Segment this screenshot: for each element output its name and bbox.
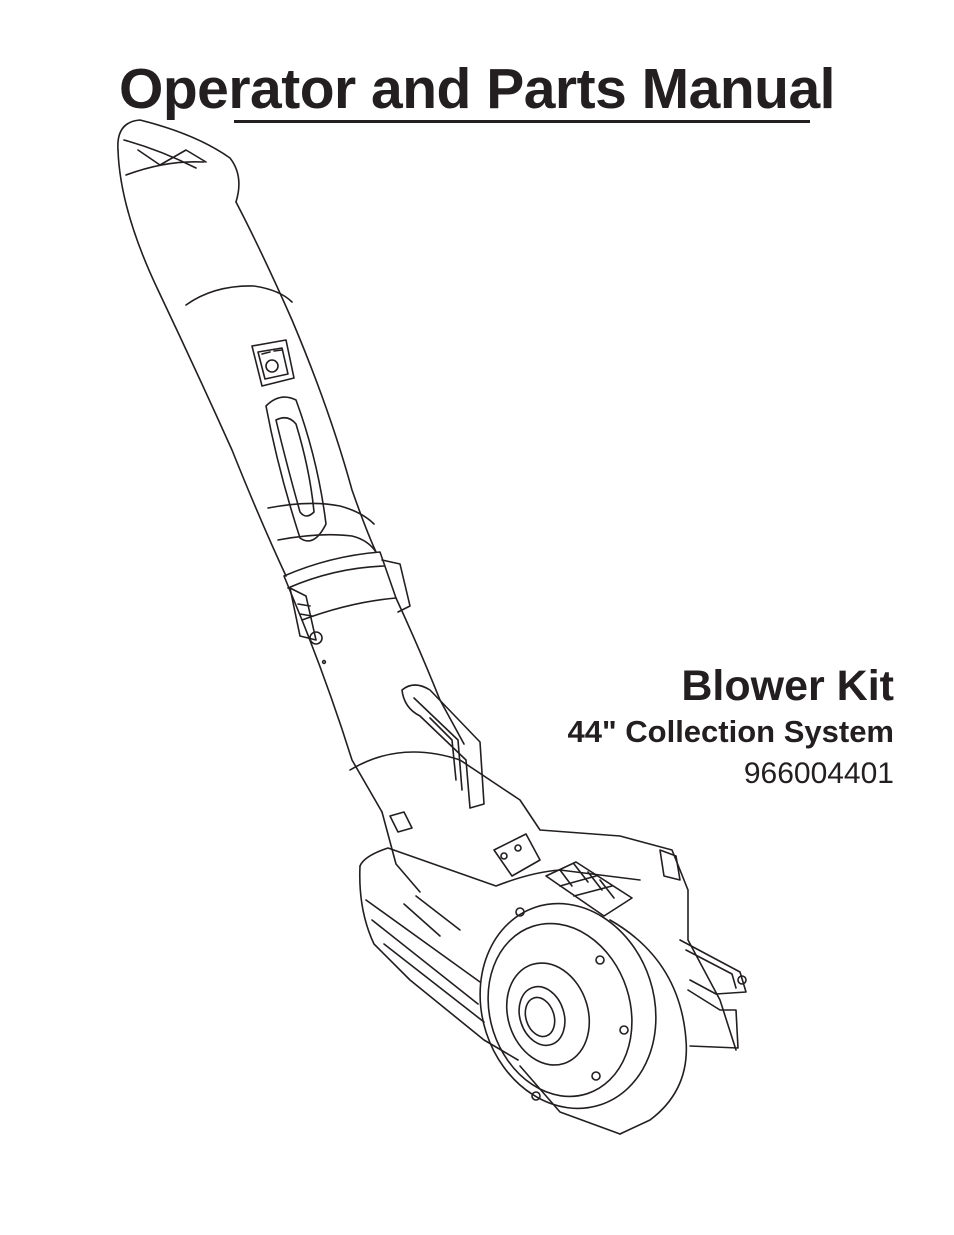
product-name: Blower Kit bbox=[681, 662, 894, 710]
discharge-tip bbox=[117, 119, 240, 203]
warning-decal bbox=[251, 339, 295, 387]
title-underline bbox=[234, 120, 810, 123]
part-number: 966004401 bbox=[743, 757, 894, 790]
lower-tube bbox=[301, 597, 465, 813]
fan-housing bbox=[479, 902, 688, 1135]
upper-tube bbox=[117, 149, 377, 577]
housing-decal bbox=[545, 861, 633, 917]
product-block: Blower Kit 44" Collection System 9660044… bbox=[567, 662, 894, 792]
blower-housing bbox=[349, 751, 737, 1061]
mounting-bracket bbox=[679, 939, 747, 1049]
base-handle bbox=[401, 684, 485, 809]
manual-title: Operator and Parts Manual bbox=[118, 57, 836, 121]
product-subtitle: 44" Collection System bbox=[567, 714, 894, 749]
tube-handle bbox=[265, 396, 327, 542]
clamp-ring bbox=[283, 551, 411, 645]
